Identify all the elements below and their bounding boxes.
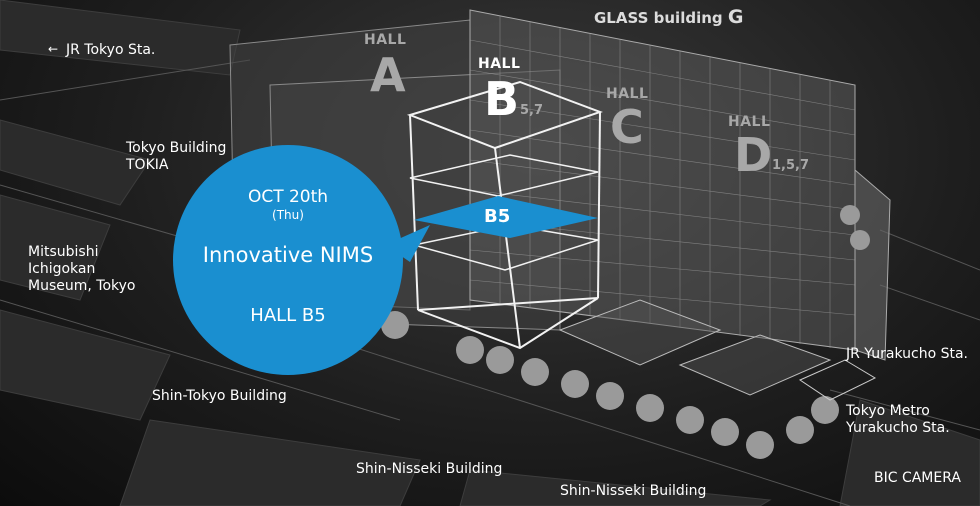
hall-d-letter: D [734,128,773,182]
event-name: Innovative NIMS [202,243,374,267]
hall-c-letter: C [610,100,644,154]
tree-row [381,205,870,459]
building-hall-b [406,80,603,350]
label-tokyo-metro: Tokyo Metro Yurakucho Sta. [846,403,950,436]
building-glass [469,9,891,361]
yurakucho-station [798,359,877,401]
block-bic-camera [839,399,980,506]
arrow-left-icon: ← [48,42,59,56]
hall-b5-highlight [414,196,598,238]
block-shin-nisseki-2 [459,469,772,506]
hall-b-word: HALL [478,56,521,72]
hall-c-word: HALL [606,86,649,102]
label-mitsubishi-museum: Mitsubishi Ichigokan Museum, Tokyo [28,244,136,294]
hall-d-word: HALL [728,114,771,130]
label-jr-tokyo: JR Tokyo Sta. [66,42,156,58]
block-shin-nisseki-1 [119,419,421,506]
label-shin-tokyo: Shin-Tokyo Building [152,388,287,404]
label-tokyo-building: Tokyo Building TOKIA [126,140,227,173]
label-glass-building: GLASS building G [594,6,743,28]
block-museum [0,194,111,301]
hall-b5-tag: B5 [484,206,511,227]
hall-b-letter: B [484,72,520,126]
block-tokia [0,119,151,206]
glass-building-letter: G [727,6,744,28]
building-hall-c-base [558,299,722,366]
event-callout: OCT 20th (Thu) Innovative NIMS HALL B5 [173,145,403,375]
glass-building-text: GLASS building [594,9,723,27]
hall-a-letter: A [370,48,406,102]
label-shin-nisseki-1: Shin-Nisseki Building [356,461,503,477]
callout-pointer [385,225,430,262]
block-north [0,0,241,76]
hall-a-word: HALL [364,32,407,48]
hall-d-floors: 1,5,7 [772,158,810,173]
label-jr-yurakucho: JR Yurakucho Sta. [846,346,969,362]
event-day: (Thu) [272,208,304,222]
hall-b-floors: 5,7 [520,103,544,118]
event-hall: HALL B5 [250,305,326,326]
event-date: OCT 20th [247,187,329,207]
label-bic-camera: BIC CAMERA [874,470,961,486]
block-shin-tokyo [0,309,171,421]
label-shin-nisseki-2: Shin-Nisseki Building [560,483,707,499]
